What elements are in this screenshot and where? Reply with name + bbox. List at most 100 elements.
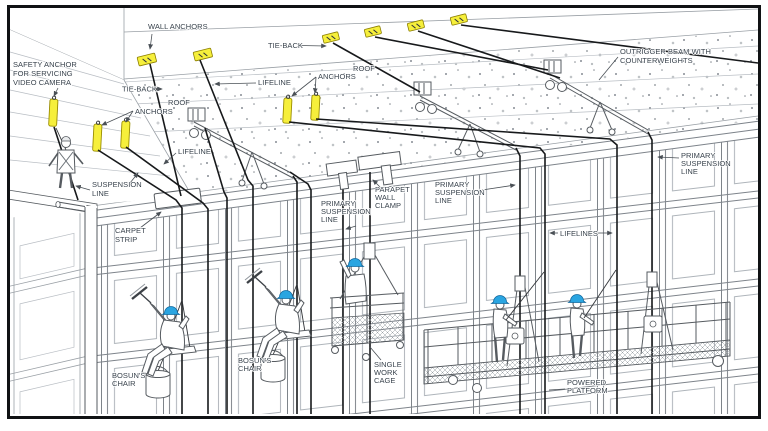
label-roof-anchors-left-1: ROOF [168, 98, 190, 107]
outrigger-beam-3 [543, 59, 649, 136]
side-wall [10, 203, 85, 414]
label-psl-right-3: LINE [681, 167, 698, 176]
tie-back-cable [149, 63, 182, 197]
platform-stirrup-right [640, 271, 674, 355]
tie-back-cable [332, 42, 421, 93]
label-psl-left-3: LINE [321, 215, 338, 224]
suspension-line-2 [204, 127, 228, 414]
label-safety-anchor-2: FOR SERVICING [13, 69, 73, 78]
roof-anchor-posts [48, 91, 321, 152]
hard-hat [345, 258, 365, 267]
label-roof-anchors-right-2: ANCHORS [318, 72, 356, 81]
wall-anchor [321, 31, 340, 44]
label-single-work-cage-1: SINGLE [374, 360, 402, 369]
label-single-work-cage-3: CAGE [374, 376, 395, 385]
bosun-chair-worker-1 [129, 283, 197, 399]
roof-anchor-post [92, 120, 103, 152]
label-wall-anchors: WALL ANCHORS [148, 22, 208, 31]
lower-left-roof [7, 29, 193, 217]
legs [147, 346, 173, 377]
roof-anchor-post [48, 95, 59, 127]
bosun-chair-worker-2 [244, 267, 312, 383]
label-bosuns-chair1-2: CHAIR [112, 379, 136, 388]
hard-hat [276, 290, 296, 299]
label-lifelines: LIFELINES [560, 229, 598, 238]
tie-back-cable [199, 59, 254, 414]
roof-anchor-post [310, 91, 321, 121]
powered-platform [423, 271, 731, 393]
label-psl-mid-1: PRIMARY [435, 180, 469, 189]
label-carpet-strip-2: STRIP [115, 235, 137, 244]
roof-and-back-wall [91, 8, 759, 207]
squeegee [244, 267, 267, 288]
arm [178, 315, 190, 330]
wall-anchor [192, 47, 213, 62]
label-bosuns-chair2-2: CHAIR [238, 364, 262, 373]
coping-band [88, 120, 760, 227]
front-lifelines [288, 118, 618, 414]
hard-hat [490, 295, 510, 304]
label-suspension-line-2: LINE [92, 189, 109, 198]
label-outrigger-2: COUNTERWEIGHTS [620, 56, 693, 65]
label-psl-right-1: PRIMARY [681, 151, 715, 160]
label-tie-back-left: TIE-BACK [122, 85, 157, 94]
platform-worker-1 [490, 295, 518, 363]
caster-wheel [712, 355, 724, 367]
label-bosuns-chair2-1: BOSUN'S [238, 356, 271, 365]
caster-wheel [448, 375, 458, 385]
tie-back-cable [460, 24, 759, 64]
wall-anchor [136, 52, 157, 67]
platform-worker-2 [567, 294, 595, 359]
lifeline-2 [289, 171, 312, 414]
label-outrigger-1: OUTRIGGER BEAM WITH [620, 47, 711, 56]
roof-anchor-post [120, 117, 131, 149]
lifeline-left-of-platform [288, 121, 546, 414]
label-psl-right-2: SUSPENSION [681, 159, 731, 168]
parapet-wall-clamp-device [357, 150, 402, 186]
cage-worker [339, 258, 367, 305]
label-parapet-clamp-1: PARAPET [375, 185, 410, 194]
label-parapet-clamp-3: CLAMP [375, 201, 401, 210]
wall-anchors-group [136, 13, 468, 67]
parapet-wall-clamps [325, 150, 402, 190]
single-work-cage [329, 242, 405, 361]
label-powered-platform-1: POWERED [567, 378, 607, 387]
hard-hat [161, 306, 181, 315]
label-safety-anchor-3: VIDEO CAMERA [13, 78, 71, 87]
label-psl-left-1: PRIMARY [321, 199, 355, 208]
wall-anchor [449, 13, 468, 26]
wall-anchor [363, 25, 382, 38]
label-roof-anchors-left-2: ANCHORS [135, 107, 173, 116]
label-psl-mid-2: SUSPENSION [435, 188, 485, 197]
label-powered-platform-2: PLATFORM [567, 386, 608, 395]
wall-anchor [406, 19, 425, 32]
label-parapet-clamp-2: WALL [375, 193, 395, 202]
parapet-wall-clamp-device [325, 159, 359, 190]
lifeline-right-of-platform [315, 118, 618, 414]
roof-worker [48, 127, 84, 189]
label-bosuns-chair1-1: BOSUN'S [112, 371, 145, 380]
label-carpet-strip-1: CARPET [115, 226, 146, 235]
caster-wheel [472, 383, 482, 393]
label-lifeline-left: LIFELINE [178, 147, 211, 156]
tie-back-cable [417, 30, 561, 79]
label-lifeline-top: LIFELINE [258, 78, 291, 87]
outrigger-beam-1 [187, 107, 294, 190]
hard-hat [567, 294, 587, 303]
label-single-work-cage-2: WORK [374, 368, 398, 377]
corner-post [85, 206, 97, 414]
lifeline-1 [125, 146, 209, 414]
cables [53, 24, 759, 414]
callouts: WALL ANCHORS TIE-BACK TIE-BACK SAFETY AN… [12, 21, 731, 395]
squeegee [129, 283, 152, 304]
diagram-frame [7, 5, 761, 419]
label-safety-anchor-1: SAFETY ANCHOR [13, 60, 77, 69]
label-roof-anchors-right-1: ROOF [353, 64, 375, 73]
label-psl-mid-3: LINE [435, 196, 452, 205]
legs [262, 330, 288, 361]
arm [293, 299, 305, 314]
bucket [260, 350, 286, 383]
platform-stirrup-left [505, 275, 540, 367]
